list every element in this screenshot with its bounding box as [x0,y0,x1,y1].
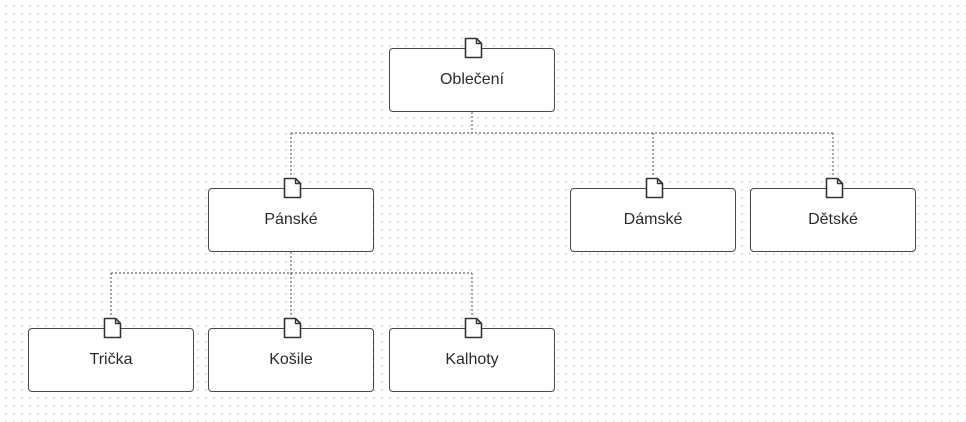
document-icon [103,317,122,339]
node-panske[interactable]: Pánské [208,177,374,252]
node-label: Kalhoty [445,351,499,368]
node-label: Oblečení [439,71,505,88]
document-icon [825,177,844,199]
document-icon [645,177,664,199]
node-kalhoty[interactable]: Kalhoty [389,317,555,392]
document-icon [283,177,302,199]
node-label: Pánské [264,211,318,228]
node-label: Dětské [808,211,858,228]
document-icon [283,317,302,339]
node-damske[interactable]: Dámské [570,177,736,252]
node-kosile[interactable]: Košile [208,317,374,392]
node-tricka[interactable]: Trička [28,317,194,392]
document-icon [464,317,483,339]
document-icon [464,37,483,59]
node-label: Dámské [623,211,683,228]
node-label: Trička [89,351,133,368]
node-label: Košile [269,351,313,368]
node-obleceni[interactable]: Oblečení [389,37,555,112]
node-detske[interactable]: Dětské [750,177,916,252]
